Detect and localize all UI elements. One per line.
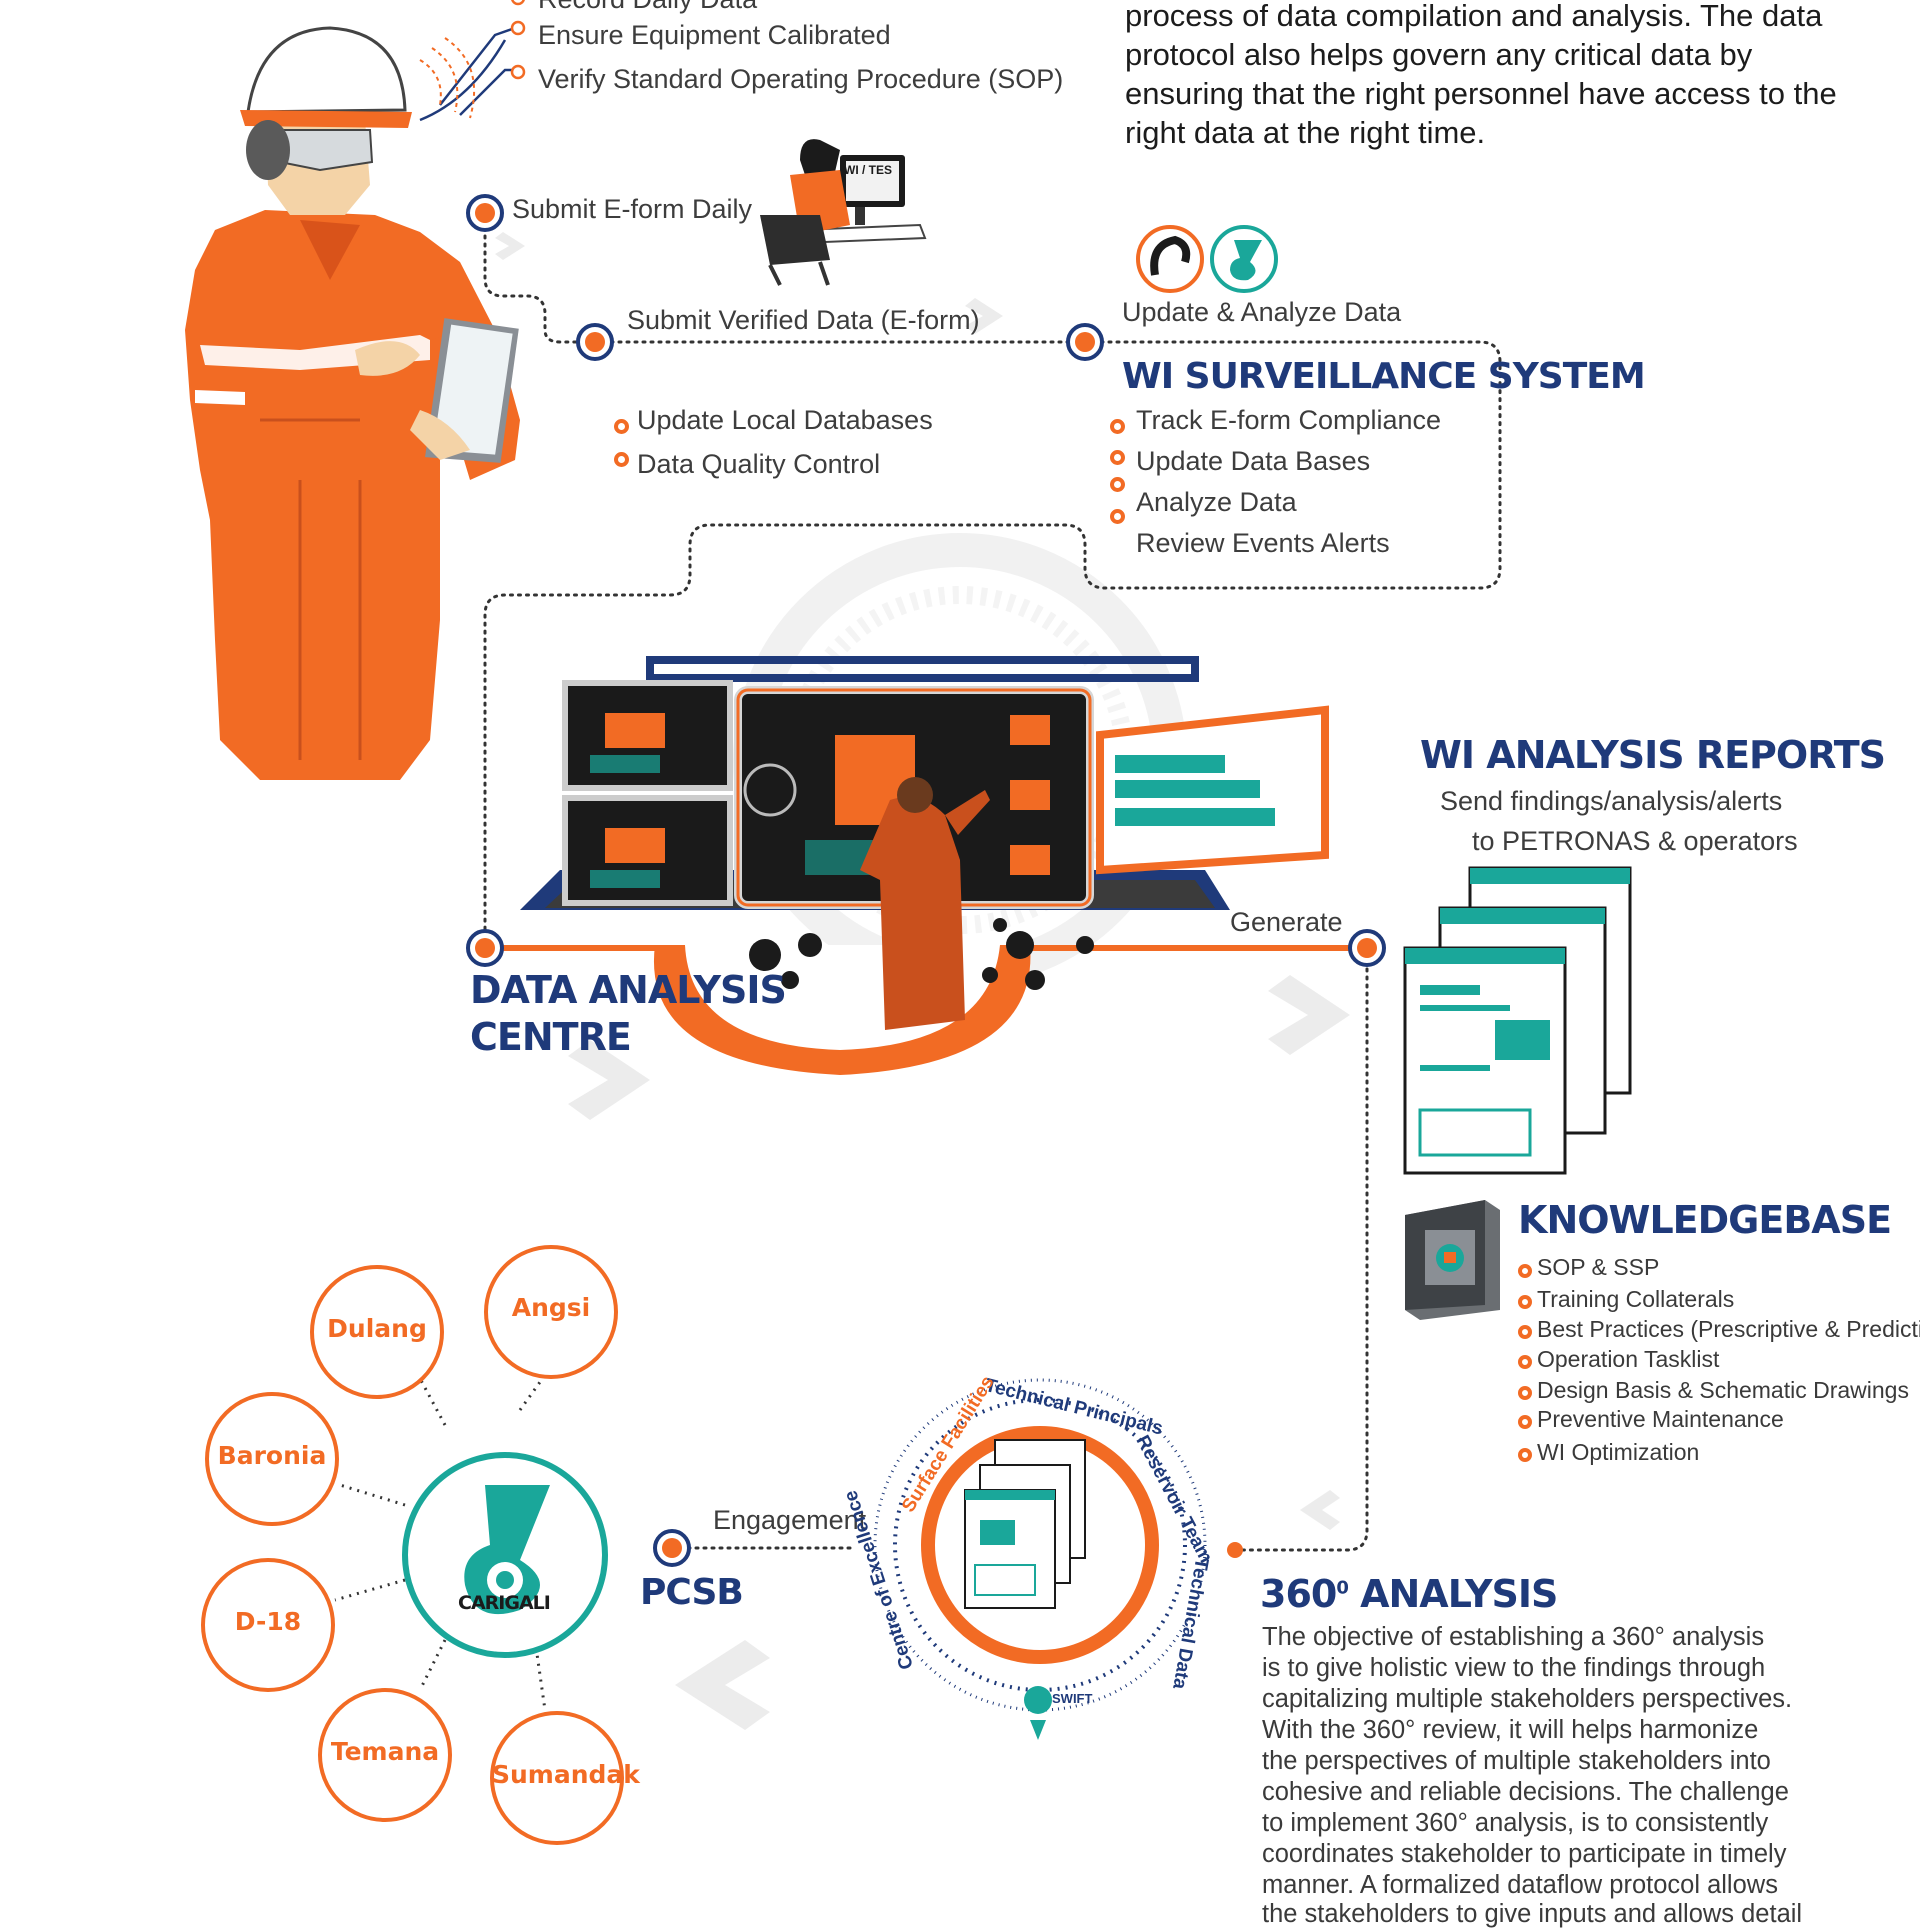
bullet-icon (1518, 1325, 1532, 1339)
analysis360-line-4: With the 360° review, it will helps harm… (1262, 1716, 1759, 1744)
node-pcsb (653, 1529, 691, 1567)
carigali-hub (334, 1359, 608, 1711)
site-label-temana: Temana (330, 1737, 440, 1766)
degree-icon: 0 (1336, 1577, 1348, 1599)
data-centre-illustration (520, 656, 1329, 1075)
analysis360-line-9: manner. A formalized dataflow protocol a… (1262, 1871, 1778, 1899)
analysis360-title: 3600 ANALYSIS (1260, 1572, 1558, 1616)
surveillance-title: WI SURVEILLANCE SYSTEM (1122, 356, 1646, 397)
data-centre-title-line2: CENTRE (470, 1015, 632, 1059)
bullet-icon (1518, 1355, 1532, 1369)
analysis360-title-suffix: ANALYSIS (1360, 1572, 1558, 1616)
node-submit-eform (466, 194, 504, 232)
local-task-update-databases: Update Local Databases (637, 405, 933, 435)
carigali-label: CARIGALI (458, 1592, 551, 1614)
analysis360-line-10: the stakeholders to give inputs and allo… (1262, 1900, 1803, 1928)
bullet-icon (614, 452, 629, 467)
surveillance-item-track: Track E-form Compliance (1136, 405, 1442, 435)
site-label-baronia: Baronia (217, 1441, 327, 1470)
bullet-icon (1518, 1264, 1532, 1278)
intro-line-2: protocol also helps govern any critical … (1125, 37, 1753, 72)
flow-label-engagement: Engagement (713, 1505, 867, 1535)
intro-line-4: right data at the right time. (1125, 115, 1486, 150)
bullet-icon (1518, 1295, 1532, 1309)
pcsb-label: PCSB (640, 1572, 744, 1613)
monitor-sign-label: WI / TES (844, 163, 892, 177)
surveillance-item-review: Review Events Alerts (1136, 528, 1390, 558)
flow-nodes (466, 194, 1386, 1567)
kb-item-training: Training Collaterals (1537, 1286, 1735, 1312)
analysis360-line-7: to implement 360° analysis, is to consis… (1262, 1809, 1769, 1837)
node-360 (1227, 1542, 1243, 1558)
kb-item-wi-optimization: WI Optimization (1537, 1439, 1700, 1465)
flow-label-generate: Generate (1230, 907, 1343, 937)
node-data-centre (466, 929, 504, 967)
bullet-icon (1518, 1415, 1532, 1429)
knowledgebase-server-illustration (1405, 1200, 1500, 1320)
bullet-icon (1110, 477, 1125, 492)
bullet-icon (1110, 509, 1125, 524)
reports-title: WI ANALYSIS REPORTS (1420, 733, 1886, 777)
flow-lines (483, 210, 1502, 1552)
kb-item-sop: SOP & SSP (1537, 1254, 1660, 1280)
flow-label-update-analyze: Update & Analyze Data (1122, 297, 1402, 327)
local-task-data-quality: Data Quality Control (637, 449, 881, 479)
intro-line-1: process of data compilation and analysis… (1125, 0, 1823, 33)
kb-item-operation-tasklist: Operation Tasklist (1537, 1346, 1720, 1372)
operator-desk-illustration (760, 139, 927, 286)
flow-label-submit-eform: Submit E-form Daily (512, 194, 753, 224)
node-generate (1348, 929, 1386, 967)
data-centre-title-line1: DATA ANALYSIS (470, 968, 787, 1012)
step-record-daily-data: Record Daily Data (538, 0, 757, 15)
kb-item-preventive: Preventive Maintenance (1537, 1406, 1784, 1432)
site-label-angsi: Angsi (511, 1293, 591, 1322)
site-label-dulang: Dulang (327, 1314, 427, 1343)
analysis-360-ring (873, 1378, 1207, 1740)
analysis360-line-8: coordinates stakeholder to participate i… (1262, 1840, 1787, 1868)
analysis360-title-number: 360 (1260, 1572, 1337, 1616)
bullet-icon (1110, 450, 1125, 465)
signal-arcs (419, 37, 476, 119)
kb-item-design-basis: Design Basis & Schematic Drawings (1537, 1377, 1909, 1403)
site-label-sumandak: Sumandak (492, 1760, 640, 1789)
analysis360-line-3: capitalizing multiple stakeholders persp… (1262, 1685, 1793, 1713)
bullet-icon (1518, 1386, 1532, 1400)
bullet-icon (614, 419, 629, 434)
site-label-d18: D-18 (234, 1607, 302, 1636)
node-surveillance (1066, 323, 1104, 361)
field-worker-illustration (185, 26, 520, 780)
step-ensure-calibrated: Ensure Equipment Calibrated (538, 20, 891, 50)
analysis360-line-2: is to give holistic view to the findings… (1262, 1654, 1766, 1682)
bullet-icon (1518, 1448, 1532, 1462)
knowledgebase-title: KNOWLEDGEBASE (1518, 1198, 1892, 1242)
ring-label-swift: SWIFT (1052, 1691, 1093, 1706)
background-chevrons (495, 232, 1350, 1730)
node-submit-verified (576, 323, 614, 361)
bullet-icon (1110, 419, 1125, 434)
analysis360-line-6: cohesive and reliable decisions. The cha… (1262, 1778, 1789, 1806)
step-verify-sop: Verify Standard Operating Procedure (SOP… (538, 64, 1064, 94)
reports-line-2: to PETRONAS & operators (1472, 826, 1798, 856)
flow-label-submit-verified: Submit Verified Data (E-form) (627, 305, 980, 335)
site-circles (201, 1245, 624, 1845)
reports-line-1: Send findings/analysis/alerts (1440, 786, 1783, 816)
intro-line-3: ensuring that the right personnel have a… (1125, 76, 1837, 111)
step-connectors (419, 26, 516, 122)
partner-logos (1136, 225, 1278, 293)
analysis-reports-stack (1403, 866, 1632, 1175)
analysis360-line-1: The objective of establishing a 360° ana… (1262, 1623, 1765, 1651)
surveillance-item-update: Update Data Bases (1136, 446, 1371, 476)
kb-item-best-practices: Best Practices (Prescriptive & Predictiv… (1537, 1316, 1920, 1342)
step-dots (510, 0, 526, 80)
surveillance-item-analyze: Analyze Data (1136, 487, 1297, 517)
analysis360-line-5: the perspectives of multiple stakeholder… (1262, 1747, 1771, 1775)
